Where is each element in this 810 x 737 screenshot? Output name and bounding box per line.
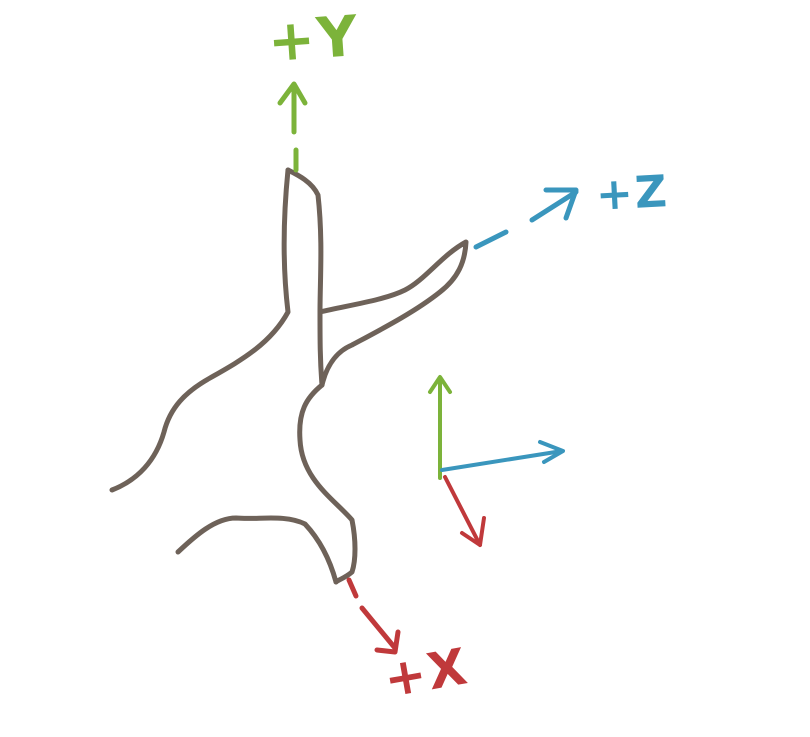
- branch-upper-arm: [317, 239, 469, 388]
- z-axis-label: +Z: [594, 166, 671, 221]
- branch-trunk-right-edge: [285, 167, 358, 585]
- gizmo-y-arrowhead: [428, 375, 452, 394]
- gizmo-x-arrowhead: [460, 516, 486, 547]
- z-axis-dash-1: [473, 229, 509, 250]
- x-axis-dash-2: [359, 605, 398, 651]
- x-axis-label: +X: [379, 637, 473, 709]
- y-axis-arrow: [277, 81, 308, 173]
- gizmo-z-axis: [440, 440, 565, 472]
- z-axis-arrowhead: [543, 187, 579, 221]
- branch-shape: [109, 167, 469, 585]
- branch-trunk-left-edge: [109, 167, 291, 493]
- x-axis-dash-1: [346, 577, 359, 599]
- branch-lower-arm: [175, 515, 339, 585]
- x-axis-arrowhead: [374, 629, 401, 655]
- x-axis-arrow: [346, 577, 401, 655]
- z-axis-arrow: [473, 187, 579, 250]
- axes-gizmo: [428, 375, 565, 547]
- y-axis-arrowhead: [277, 81, 308, 106]
- y-axis-label: +Y: [265, 3, 362, 76]
- gizmo-z-arrowhead: [538, 440, 565, 464]
- gizmo-x-axis: [443, 475, 486, 547]
- z-axis-dash-2: [529, 189, 579, 223]
- gizmo-y-axis: [428, 375, 452, 480]
